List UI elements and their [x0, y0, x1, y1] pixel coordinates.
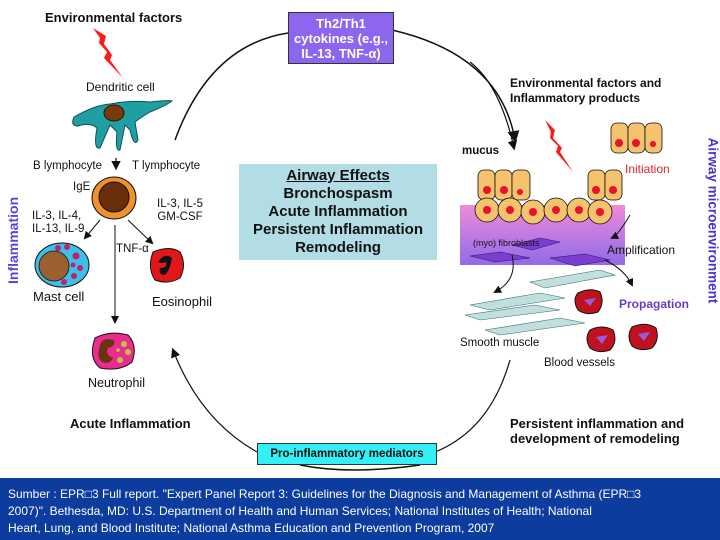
neutrophil-label: Neutrophil: [88, 376, 145, 390]
smooth-muscle-icon: [464, 269, 617, 336]
cytokines-line-1: Th2/Th1: [316, 15, 366, 31]
airway-effect-item: Bronchospasm: [283, 185, 393, 202]
arrow-to-eosinophil: [127, 219, 154, 245]
eosinophil-label: Eosinophil: [152, 294, 212, 309]
arrow-to-blood-vessels: [604, 259, 634, 287]
env-products-line-2: Inflammatory products: [510, 91, 641, 105]
mucus-label: mucus: [462, 145, 500, 157]
arrow-to-amplification: [610, 214, 631, 239]
dendritic-cell-icon: [72, 100, 174, 151]
footer-line-3: Heart, Lung, and Blood Institute; Nation…: [8, 521, 495, 535]
airway-microenvironment-vertical-label: Airway microenvironment: [705, 137, 720, 304]
pro-inflammatory-mediators-box: Pro-inflammatory mediators: [257, 443, 437, 465]
blood-vessel-icon: [574, 289, 658, 353]
initiation-label: Initiation: [625, 162, 670, 176]
cycle-arc-top-right: [391, 29, 520, 143]
t-lymphocyte-label: T lymphocyte: [132, 160, 201, 172]
arrow-to-smooth-muscle: [493, 254, 514, 293]
eosinophil-icon: [149, 248, 184, 283]
env-products-line-1: Environmental factors and: [510, 76, 662, 90]
neutrophil-icon: [91, 332, 135, 370]
blood-vessels-label: Blood vessels: [544, 357, 615, 369]
il-left-line-2: IL-13, IL-9: [32, 223, 85, 235]
dendritic-cell-label: Dendritic cell: [86, 80, 155, 94]
cytokines-box: Th2/Th1 cytokines (e.g., IL-13, TNF-α): [288, 12, 394, 64]
airway-epithelium-icon: [460, 122, 663, 267]
airway-effects-title: Airway Effects: [286, 167, 390, 184]
footer-line-2: 2007)". Bethesda, MD: U.S. Department of…: [8, 504, 592, 518]
il-left-label: IL-3, IL-4, IL-13, IL-9: [32, 210, 84, 236]
lightning-icon: [93, 28, 123, 78]
il-right-line-1: IL-3, IL-5: [157, 198, 204, 210]
cycle-arc-bottom-right: [434, 359, 511, 453]
cycle-arc-bottom-left: [171, 347, 258, 453]
acute-inflammation-label: Acute Inflammation: [70, 416, 191, 431]
tnf-label: TNF-α: [116, 243, 149, 255]
airway-effect-item: Acute Inflammation: [268, 203, 408, 220]
arrow-to-mast-cell: [83, 219, 101, 240]
airway-effects-box: Airway Effects Bronchospasm Acute Inflam…: [239, 164, 437, 260]
persistent-line-1: Persistent inflammation and: [510, 416, 685, 431]
cycle-arc-bottom: [299, 464, 421, 471]
persistent-line-2: development of remodeling: [510, 431, 680, 446]
myofibroblasts-label: (myo) fibroblasts: [473, 238, 540, 248]
mast-cell-icon: [34, 242, 90, 288]
smooth-muscle-label: Smooth muscle: [460, 337, 540, 349]
amplification-label: Amplification: [607, 243, 676, 257]
arrow-env-to-mucus: [469, 61, 518, 151]
propagation-label: Propagation: [619, 297, 690, 311]
lightning-icon: [545, 120, 573, 172]
cycle-arc-top-left: [174, 32, 289, 141]
diagram-canvas: [34, 28, 663, 471]
source-footer: Sumber : EPR□3 Full report. "Expert Pane…: [0, 478, 720, 540]
inflammation-vertical-label: Inflammation: [5, 196, 21, 284]
il-right-label: IL-3, IL-5 GM-CSF: [157, 198, 203, 224]
footer-line-1: Sumber : EPR□3 Full report. "Expert Pane…: [8, 487, 642, 501]
lymphocyte-icon: [91, 176, 137, 220]
airway-effect-item: Remodeling: [295, 239, 381, 256]
ige-label: IgE: [73, 181, 91, 193]
cytokines-line-2: cytokines (e.g.,: [294, 30, 388, 46]
il-left-line-1: IL-3, IL-4,: [32, 210, 82, 222]
env-inflammatory-products-label: Environmental factors and Inflammatory p…: [510, 76, 661, 106]
mast-cell-label: Mast cell: [33, 289, 85, 304]
persistent-inflammation-label: Persistent inflammation and development …: [510, 416, 684, 446]
il-right-line-2: GM-CSF: [157, 211, 203, 223]
airway-effect-item: Persistent Inflammation: [252, 221, 424, 238]
cytokines-line-3: IL-13, TNF-α): [301, 45, 381, 61]
environmental-factors-label: Environmental factors: [45, 10, 183, 25]
b-lymphocyte-label: B lymphocyte: [33, 160, 103, 172]
